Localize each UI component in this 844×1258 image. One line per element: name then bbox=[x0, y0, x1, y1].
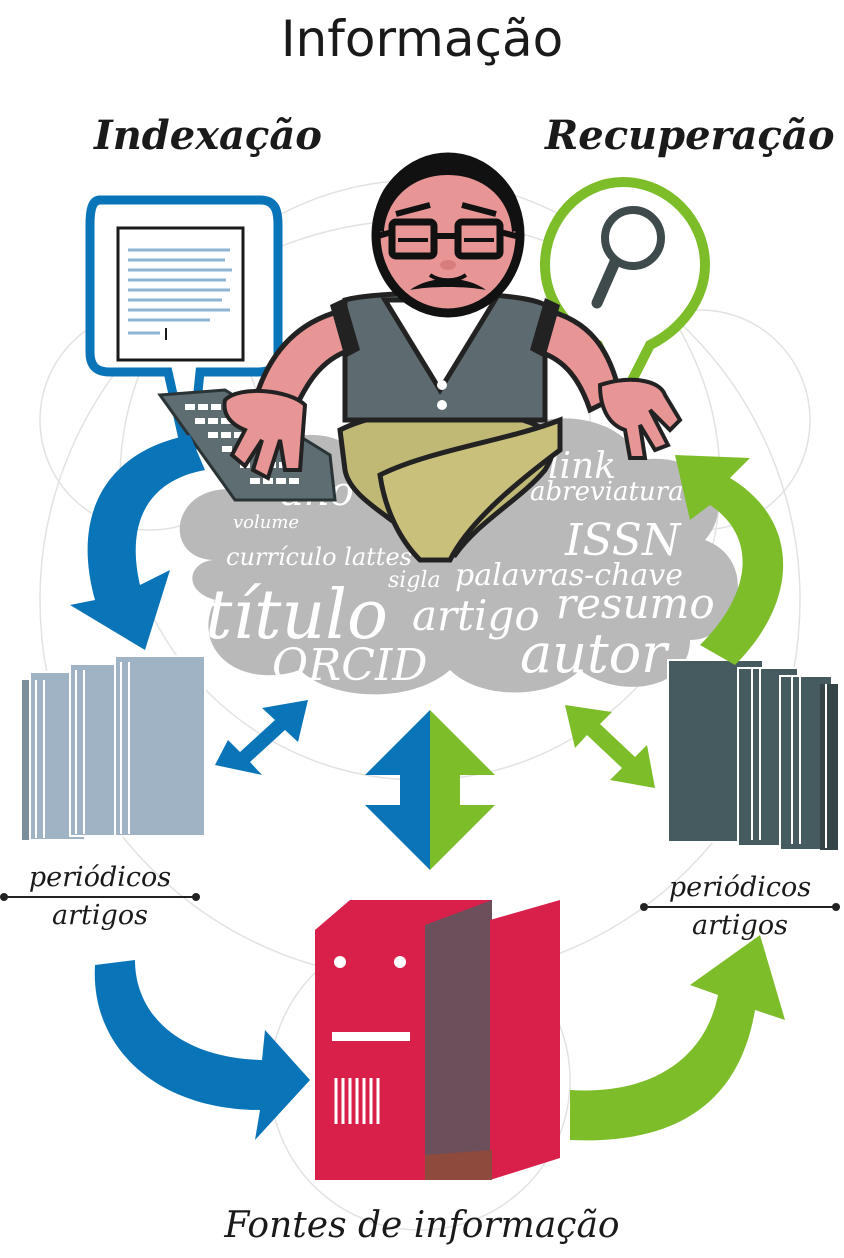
cloud-word-orcid: ORCID bbox=[272, 640, 428, 691]
arrow-journals-to-server bbox=[94, 960, 310, 1140]
sources-caption: Fontes de informação bbox=[224, 1205, 620, 1246]
page-title: Informação bbox=[280, 10, 564, 68]
retrieval-heading: Recuperação bbox=[545, 112, 835, 159]
cloud-word-titulo: título bbox=[205, 576, 388, 655]
journals-right bbox=[667, 659, 838, 851]
cloud-word-palavras-chave: palavras-chave bbox=[455, 558, 683, 593]
cloud-word-sigla: sigla bbox=[388, 568, 441, 593]
cloud-word-volume: volume bbox=[233, 512, 299, 533]
cloud-word-curriculo: currículo lattes bbox=[226, 543, 412, 571]
document-icon bbox=[85, 195, 283, 471]
server-icon bbox=[315, 900, 560, 1180]
indexing-heading: Indexação bbox=[94, 112, 322, 159]
arrow-journals-to-magnifier bbox=[675, 455, 784, 665]
arrow-server-to-journals bbox=[570, 935, 785, 1141]
arrow-right-bidirectional bbox=[565, 705, 655, 788]
journals-right-label: periódicos artigos bbox=[640, 870, 840, 944]
cloud-word-issn: ISSN bbox=[564, 515, 682, 566]
journals-left bbox=[22, 655, 206, 841]
cloud-word-autor: autor bbox=[520, 622, 670, 685]
cloud-word-artigo: artigo bbox=[412, 591, 540, 640]
journals-right-line1: periódicos bbox=[668, 872, 812, 903]
person-icon bbox=[222, 152, 683, 563]
journals-right-line2: artigos bbox=[692, 910, 788, 941]
journals-left-line1: periódicos bbox=[28, 862, 172, 893]
cloud-word-resumo: resumo bbox=[556, 579, 715, 628]
arrow-left-bidirectional bbox=[215, 700, 308, 775]
arrow-center-bidirectional bbox=[365, 710, 495, 870]
journals-left-divider bbox=[0, 893, 200, 901]
journals-left-line2: artigos bbox=[52, 900, 148, 931]
journals-right-divider bbox=[640, 903, 840, 911]
journals-left-label: periódicos artigos bbox=[0, 860, 200, 934]
arrow-doc-to-journals bbox=[70, 435, 205, 650]
cloud-word-abreviatura: abreviatura bbox=[530, 477, 684, 507]
